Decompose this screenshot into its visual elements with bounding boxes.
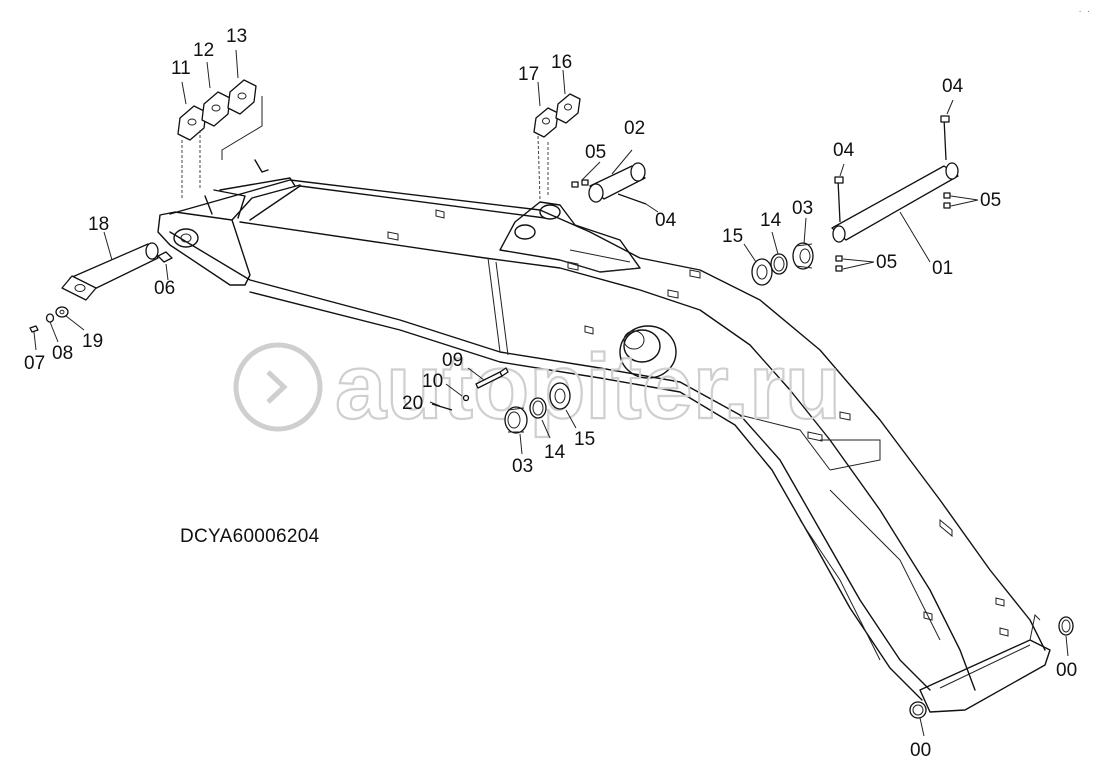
callout-00-bottom: 00 [910,740,931,761]
watermark-text: autopiter.ru [335,336,841,438]
boom-body [157,159,1051,713]
shim-group-11-13 [177,49,263,200]
bushing-group-upper [743,217,814,286]
callout-12: 12 [193,40,214,61]
callout-05-upper: 05 [585,142,606,163]
callout-07: 07 [24,353,45,374]
callout-01: 01 [932,258,953,279]
callout-19: 19 [82,331,103,352]
callout-05-lower: 05 [876,252,897,273]
callout-02: 02 [624,118,645,139]
callout-03-upper: 03 [792,198,813,219]
corner-mark: · · [1078,8,1091,16]
drawing-code: DCYA60006204 [180,526,320,547]
callout-10: 10 [422,371,443,392]
callout-16: 16 [551,52,572,73]
o-rings-00 [909,616,1074,737]
pin-01-group [831,99,979,272]
callout-04-top: 04 [942,76,964,97]
pin-18-group [29,231,173,351]
callout-11: 11 [171,58,191,79]
hardware-09-10-20 [429,367,509,411]
watermark: autopiter.ru [233,335,842,439]
callout-06: 06 [154,278,175,299]
callout-labels: 11 12 13 17 16 02 05 04 04 04 05 05 01 0… [24,26,1077,761]
callout-05-right: 05 [980,190,1001,211]
callout-03-lower: 03 [512,456,533,477]
shim-group-16-17 [533,69,581,201]
callout-14-upper: 14 [760,210,782,231]
callout-13: 13 [226,26,247,47]
callout-04-center: 04 [655,210,677,231]
callout-17: 17 [518,64,539,85]
callout-20: 20 [402,393,423,414]
callout-09: 09 [442,350,463,371]
pin-02-group [571,149,659,213]
callout-15-lower: 15 [574,429,595,450]
callout-14-lower: 14 [544,442,566,463]
callout-15-upper: 15 [722,226,743,247]
callout-08: 08 [52,343,73,364]
callout-04-left: 04 [833,140,855,161]
callout-00-right: 00 [1056,660,1077,681]
bushing-group-lower [504,382,577,455]
watermark-logo-icon [233,342,323,432]
callout-18: 18 [88,214,109,235]
